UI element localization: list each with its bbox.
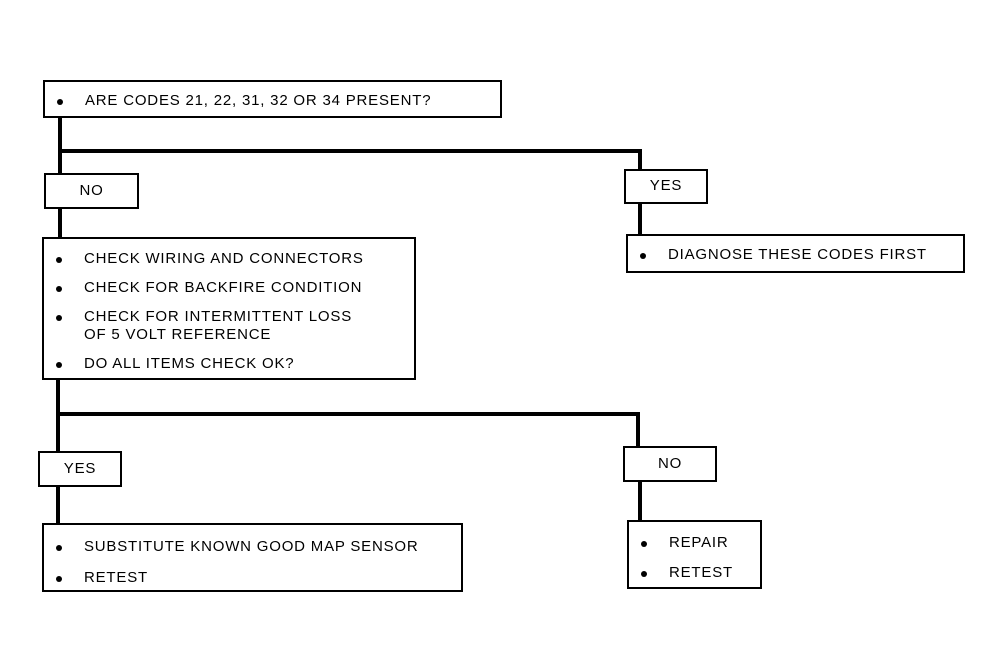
- branch-1-yes-label: YES: [649, 177, 683, 195]
- bullet-icon: [56, 314, 62, 321]
- repair-box: REPAIR RETEST: [627, 520, 762, 589]
- branch-2-yes-label: YES: [63, 459, 97, 477]
- branch-1-yes-box: YES: [624, 169, 708, 204]
- repair-text: REPAIR: [669, 534, 729, 551]
- bullet-icon: [56, 285, 62, 292]
- bullet-icon: [57, 99, 63, 105]
- substitute-text: SUBSTITUTE KNOWN GOOD MAP SENSOR: [84, 538, 419, 555]
- checks-item: DO ALL ITEMS CHECK OK?: [44, 355, 414, 374]
- checks-item: CHECK FOR BACKFIRE CONDITION: [44, 279, 414, 298]
- bullet-icon: [641, 570, 647, 577]
- checks-text: DO ALL ITEMS CHECK OK?: [84, 355, 295, 372]
- bullet-icon: [641, 541, 647, 547]
- substitute-item: RETEST: [44, 569, 461, 588]
- checks-box: CHECK WIRING AND CONNECTORS CHECK FOR BA…: [42, 237, 416, 380]
- checks-text: CHECK FOR BACKFIRE CONDITION: [84, 278, 363, 296]
- branch-1-no-label: NO: [79, 181, 104, 199]
- branch-2-no-label: NO: [657, 454, 683, 472]
- bullet-icon: [56, 257, 62, 263]
- bullet-icon: [56, 545, 62, 551]
- branch-1-no-box: NO: [44, 173, 139, 209]
- question-text: ARE CODES 21, 22, 31, 32 OR 34 PRESENT?: [85, 92, 432, 109]
- repair-item: RETEST: [629, 564, 760, 583]
- question-box: ARE CODES 21, 22, 31, 32 OR 34 PRESENT?: [43, 80, 502, 118]
- checks-item: CHECK FOR INTERMITTENT LOSS OF 5 VOLT RE…: [44, 308, 414, 346]
- repair-item: REPAIR: [629, 534, 760, 553]
- substitute-text: RETEST: [84, 568, 148, 586]
- branch-2-yes-box: YES: [38, 451, 122, 487]
- diagnose-text: DIAGNOSE THESE CODES FIRST: [668, 246, 927, 263]
- substitute-item: SUBSTITUTE KNOWN GOOD MAP SENSOR: [44, 538, 461, 557]
- checks-text: CHECK FOR INTERMITTENT LOSS OF 5 VOLT RE…: [84, 307, 353, 344]
- checks-text: CHECK WIRING AND CONNECTORS: [84, 250, 364, 267]
- repair-text: RETEST: [669, 563, 733, 581]
- diagnose-box: DIAGNOSE THESE CODES FIRST: [626, 234, 965, 273]
- question-item: ARE CODES 21, 22, 31, 32 OR 34 PRESENT?: [45, 92, 500, 111]
- bullet-icon: [56, 362, 62, 368]
- branch-2-no-box: NO: [623, 446, 717, 482]
- checks-item: CHECK WIRING AND CONNECTORS: [44, 250, 414, 269]
- bullet-icon: [56, 575, 62, 582]
- substitute-box: SUBSTITUTE KNOWN GOOD MAP SENSOR RETEST: [42, 523, 463, 592]
- diagnose-item: DIAGNOSE THESE CODES FIRST: [628, 246, 963, 265]
- bullet-icon: [640, 253, 646, 259]
